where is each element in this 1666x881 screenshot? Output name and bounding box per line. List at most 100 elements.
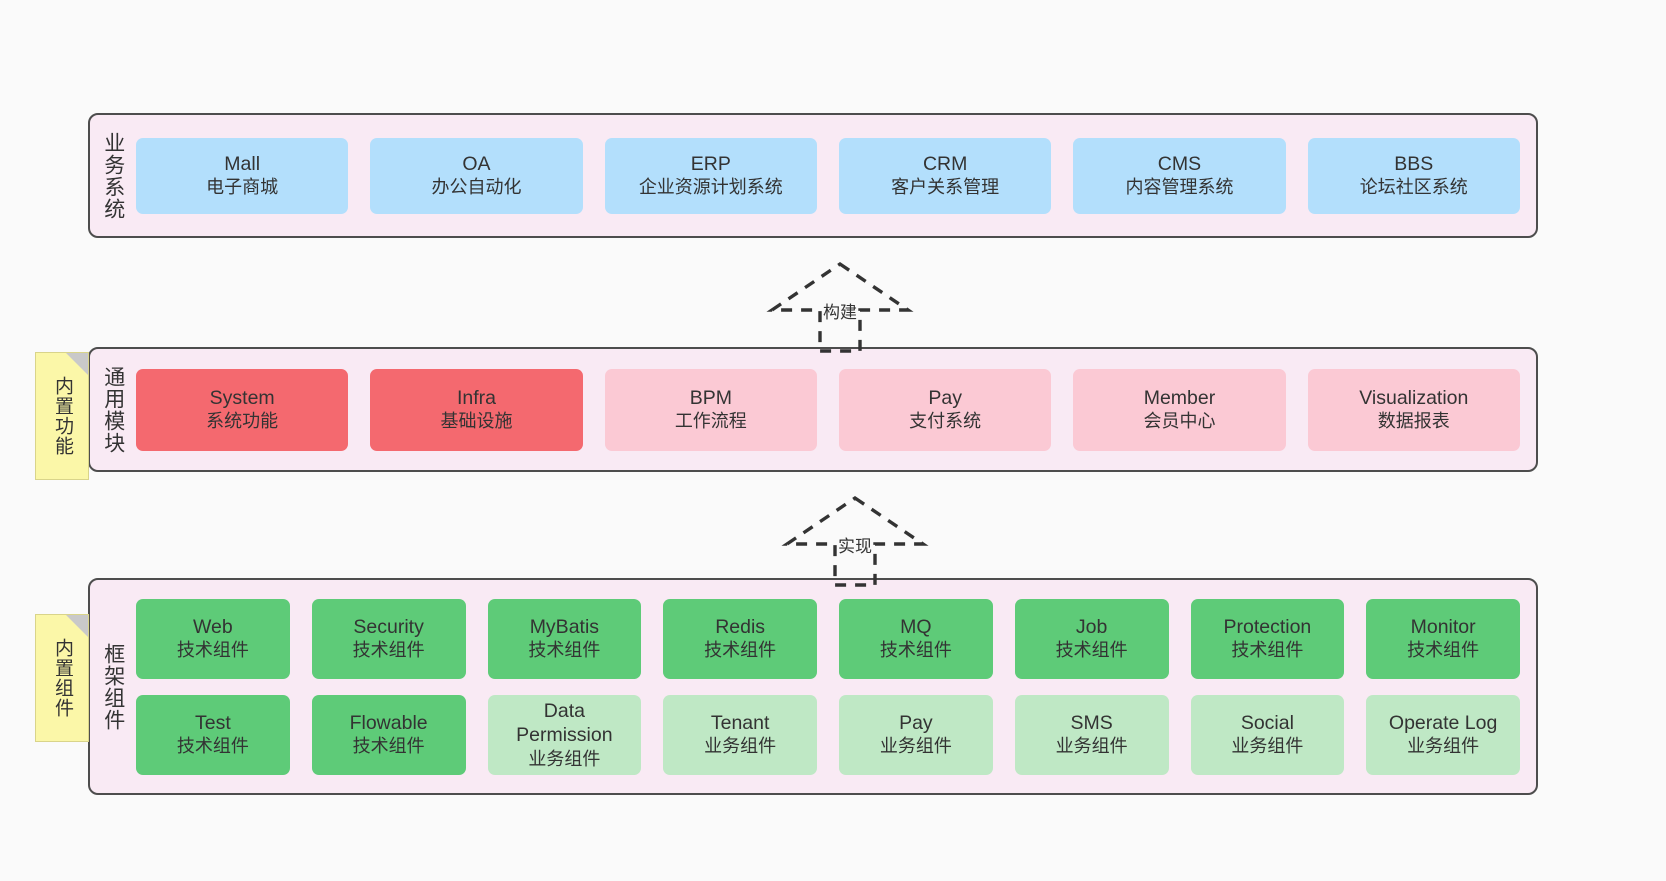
card-monitor[interactable]: Monitor 技术组件 [1366, 598, 1520, 679]
card-subtitle: 业务组件 [1231, 736, 1304, 757]
card-subtitle: 会员中心 [1143, 411, 1216, 432]
sticky-note-builtin-components: 内置组件 [35, 614, 89, 742]
card-cms[interactable]: CMS 内容管理系统 [1073, 137, 1286, 214]
layer-title-common: 通用模块 [101, 365, 125, 454]
card-title: Mall [224, 152, 261, 175]
card-tenant[interactable]: Tenant 业务组件 [663, 694, 817, 775]
card-subtitle: 技术组件 [176, 736, 249, 757]
layer-title-business: 业务系统 [101, 131, 125, 220]
connector-label-realize: 实现 [838, 537, 872, 556]
card-infra[interactable]: Infra 基础设施 [370, 368, 583, 451]
card-job[interactable]: Job 技术组件 [1014, 598, 1169, 679]
card-subtitle: 业务组件 [528, 748, 601, 769]
card-subtitle: 基础设施 [440, 411, 513, 432]
card-title: Data Permission [516, 699, 613, 747]
card-protection[interactable]: Protection 技术组件 [1190, 598, 1345, 679]
card-pay-module[interactable]: Pay 支付系统 [838, 368, 1052, 451]
card-subtitle: 业务组件 [879, 736, 952, 757]
card-mq[interactable]: MQ 技术组件 [839, 598, 993, 679]
card-subtitle: 系统功能 [206, 411, 279, 432]
common-card-row: System 系统功能 Infra 基础设施 BPM 工作流程 Pay 支付系统… [136, 368, 1520, 451]
card-redis[interactable]: Redis 技术组件 [663, 598, 817, 679]
card-social[interactable]: Social 业务组件 [1190, 694, 1345, 775]
sticky-note-builtin-features: 内置功能 [35, 352, 89, 480]
card-oa[interactable]: OA 办公自动化 [370, 137, 583, 214]
card-subtitle: 技术组件 [879, 640, 952, 661]
card-title: Protection [1223, 615, 1312, 638]
card-bpm[interactable]: BPM 工作流程 [604, 368, 817, 451]
card-subtitle: 电子商城 [206, 177, 279, 198]
card-subtitle: 客户关系管理 [891, 177, 1000, 198]
card-title: BPM [689, 386, 732, 409]
card-title: Social [1240, 711, 1294, 734]
card-title: OA [462, 152, 491, 175]
card-data-permission[interactable]: Data Permission 业务组件 [487, 694, 642, 775]
dashed-hollow-arrow-shape [766, 261, 914, 353]
layer-framework-components: 框架组件 Web 技术组件 Security 技术组件 MyBatis 技术组件… [88, 578, 1538, 795]
connector-build: 构建 [760, 258, 920, 354]
card-subtitle: 论坛社区系统 [1359, 177, 1468, 198]
connector-realize: 实现 [775, 492, 935, 588]
card-title: Redis [715, 615, 766, 638]
card-subtitle: 技术组件 [1055, 640, 1128, 661]
framework-tech-row: Web 技术组件 Security 技术组件 MyBatis 技术组件 Redi… [136, 598, 1520, 679]
card-title: Test [194, 711, 231, 734]
card-title: Pay [899, 711, 933, 734]
framework-business-row: Test 技术组件 Flowable 技术组件 Data Permission … [136, 694, 1520, 775]
card-security[interactable]: Security 技术组件 [311, 598, 466, 679]
folded-corner-icon [66, 353, 88, 375]
dashed-hollow-arrow-shape [781, 495, 929, 587]
card-title: Tenant [710, 711, 770, 734]
card-title: Monitor [1410, 615, 1476, 638]
card-title: Security [353, 615, 424, 638]
card-title: BBS [1394, 152, 1434, 175]
card-erp[interactable]: ERP 企业资源计划系统 [604, 137, 817, 214]
card-test[interactable]: Test 技术组件 [136, 694, 290, 775]
card-operate-log[interactable]: Operate Log 业务组件 [1366, 694, 1520, 775]
card-subtitle: 技术组件 [352, 736, 425, 757]
card-flowable[interactable]: Flowable 技术组件 [311, 694, 466, 775]
sticky-note-label: 内置组件 [52, 638, 74, 718]
layer-body-framework: Web 技术组件 Security 技术组件 MyBatis 技术组件 Redi… [136, 580, 1536, 793]
business-card-row: Mall 电子商城 OA 办公自动化 ERP 企业资源计划系统 CRM 客户关系… [136, 137, 1520, 214]
card-member[interactable]: Member 会员中心 [1073, 368, 1286, 451]
card-subtitle: 技术组件 [176, 640, 249, 661]
card-title: System [209, 386, 275, 409]
card-subtitle: 业务组件 [1407, 736, 1480, 757]
layer-body-business: Mall 电子商城 OA 办公自动化 ERP 企业资源计划系统 CRM 客户关系… [136, 115, 1536, 236]
card-sms[interactable]: SMS 业务组件 [1014, 694, 1169, 775]
card-subtitle: 技术组件 [528, 640, 601, 661]
card-subtitle: 技术组件 [1231, 640, 1304, 661]
card-title: Operate Log [1388, 711, 1498, 734]
sticky-note-label: 内置功能 [52, 376, 74, 456]
card-system[interactable]: System 系统功能 [136, 368, 349, 451]
card-subtitle: 技术组件 [704, 640, 777, 661]
card-title: Job [1075, 615, 1108, 638]
card-visualization[interactable]: Visualization 数据报表 [1307, 368, 1520, 451]
card-title: Member [1143, 386, 1216, 409]
card-title: MyBatis [529, 615, 600, 638]
card-subtitle: 办公自动化 [431, 177, 522, 198]
card-mybatis[interactable]: MyBatis 技术组件 [487, 598, 642, 679]
card-subtitle: 内容管理系统 [1125, 177, 1234, 198]
card-subtitle: 工作流程 [674, 411, 747, 432]
layer-title-framework: 框架组件 [101, 642, 125, 731]
card-mall[interactable]: Mall 电子商城 [136, 137, 349, 214]
layer-body-common: System 系统功能 Infra 基础设施 BPM 工作流程 Pay 支付系统… [136, 349, 1536, 470]
card-web[interactable]: Web 技术组件 [136, 598, 290, 679]
card-title: MQ [900, 615, 932, 638]
card-pay-component[interactable]: Pay 业务组件 [839, 694, 993, 775]
card-title: Infra [456, 386, 496, 409]
card-bbs[interactable]: BBS 论坛社区系统 [1307, 137, 1520, 214]
card-subtitle: 支付系统 [909, 411, 982, 432]
card-subtitle: 业务组件 [1055, 736, 1128, 757]
card-title: CMS [1157, 152, 1202, 175]
card-title: SMS [1070, 711, 1113, 734]
card-crm[interactable]: CRM 客户关系管理 [838, 137, 1052, 214]
card-title: Web [193, 615, 233, 638]
card-title: Flowable [349, 711, 428, 734]
layer-common-modules: 通用模块 System 系统功能 Infra 基础设施 BPM 工作流程 Pay… [88, 347, 1538, 472]
card-subtitle: 数据报表 [1377, 411, 1450, 432]
layer-business-systems: 业务系统 Mall 电子商城 OA 办公自动化 ERP 企业资源计划系统 CRM… [88, 113, 1538, 238]
